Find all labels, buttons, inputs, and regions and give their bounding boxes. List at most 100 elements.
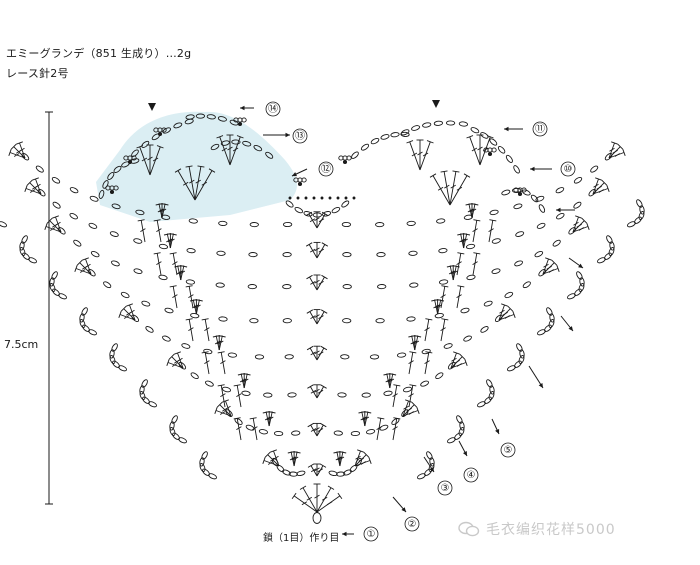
double-crochet-stitch [392, 384, 401, 408]
chain-stitch [111, 343, 118, 352]
double-crochet-stitch [402, 399, 412, 417]
chain-stitch [107, 172, 115, 180]
chain-stitch [288, 471, 298, 477]
chain-stitch [215, 282, 225, 288]
chain-stitch [491, 147, 497, 153]
row-arrow-icon [491, 418, 500, 435]
double-crochet-stitch [470, 203, 479, 219]
chain-stitch [328, 470, 338, 477]
row-arrow-icon [392, 496, 407, 513]
foundation-chain-label: 鎖（1目）作り目 [263, 533, 340, 544]
row-number-label: ⑭ [268, 103, 278, 115]
double-crochet-stitch [306, 345, 318, 361]
double-crochet-stitch [608, 143, 624, 159]
chain-stitch [19, 247, 26, 256]
chain-stitch [113, 185, 119, 191]
double-crochet-stitch [406, 140, 421, 171]
row-number-label: ④ [467, 470, 476, 481]
chain-stitch [241, 390, 251, 396]
chain-stitch [337, 392, 347, 398]
double-crochet-stitch [316, 345, 328, 361]
chain-stitch [491, 268, 501, 274]
chain-stitch [400, 129, 410, 136]
chain-stitch [445, 120, 456, 126]
chain-stitch [494, 314, 503, 322]
chain-stitch [185, 279, 196, 285]
chain-stitch [188, 218, 198, 224]
chain-stitch [411, 125, 421, 131]
double-crochet-stitch [592, 185, 610, 195]
double-crochet-stitch [243, 373, 251, 389]
chain-stitch [486, 379, 493, 388]
chain-stitch [438, 248, 448, 254]
chain-stitch [400, 131, 410, 137]
double-crochet-stitch [226, 134, 234, 165]
chain-stitch [342, 284, 352, 290]
chain-stitch [536, 222, 546, 229]
chain-stitch [294, 206, 304, 214]
chain-stitch [242, 140, 252, 147]
chain-stitch [463, 335, 472, 342]
double-crochet-stitch [354, 451, 370, 467]
double-crochet-stitch [440, 170, 451, 206]
chain-stitch [573, 201, 582, 209]
chain-stitch [89, 195, 99, 202]
double-crochet-stitch [450, 351, 460, 369]
chain-stitch [51, 177, 61, 184]
chain-stitch [210, 143, 220, 151]
double-crochet-stitch [74, 265, 92, 275]
chain-stitch [102, 180, 109, 189]
chain-stitch [604, 252, 612, 260]
chain-stitch [534, 250, 544, 258]
chain-stitch [171, 415, 178, 424]
chain-stitch [636, 199, 643, 208]
chain-stitch [205, 380, 214, 387]
chain-stitch [203, 348, 213, 355]
chain-stitch [488, 391, 495, 400]
chain-stitch [342, 252, 352, 258]
double-crochet-stitch [572, 217, 588, 233]
row-number-circle [532, 121, 548, 137]
chain-stitch [172, 432, 180, 440]
chain-stitch [458, 121, 469, 127]
chain-stitch [491, 238, 501, 244]
chain-stitch [79, 313, 85, 323]
chain-stitch [333, 430, 343, 436]
double-crochet-stitch [592, 177, 602, 195]
chain-stitch [477, 401, 486, 408]
chain-stitch [103, 281, 112, 289]
chain-stitch [578, 283, 585, 292]
double-crochet-stitch [608, 141, 618, 159]
chain-stitch [514, 360, 522, 368]
chain-stitch [454, 432, 462, 440]
double-crochet-stitch [316, 492, 343, 513]
wechat-logo-icon [458, 521, 480, 537]
double-crochet-stitch [316, 242, 329, 259]
chain-stitch [447, 437, 456, 444]
double-crochet-stitch [542, 265, 560, 275]
slip-stitch [157, 131, 163, 137]
chain-stitch [206, 114, 216, 120]
chain-stitch [208, 473, 217, 480]
chain-stitch [141, 140, 150, 148]
double-crochet-stitch [316, 384, 327, 399]
chain-stitch [340, 354, 350, 360]
row-number-label: ⑫ [321, 163, 331, 175]
chain-stitch [241, 117, 247, 123]
chain-stitch [504, 291, 514, 299]
double-crochet-stitch [16, 141, 26, 159]
chain-stitch [231, 139, 241, 145]
chain-dot [312, 196, 316, 200]
chain-stitch [133, 238, 143, 244]
chain-stitch [549, 313, 555, 323]
double-crochet-stitch [472, 219, 481, 243]
double-crochet-stitch [216, 135, 231, 166]
double-crochet-stitch [160, 203, 169, 219]
chain-stitch [555, 187, 565, 194]
chain-dot [296, 196, 300, 200]
chain-stitch [489, 385, 495, 395]
slip-stitch [342, 159, 348, 165]
chain-stitch [377, 284, 387, 290]
double-crochet-stitch [217, 384, 226, 408]
chain-stitch [282, 284, 292, 290]
